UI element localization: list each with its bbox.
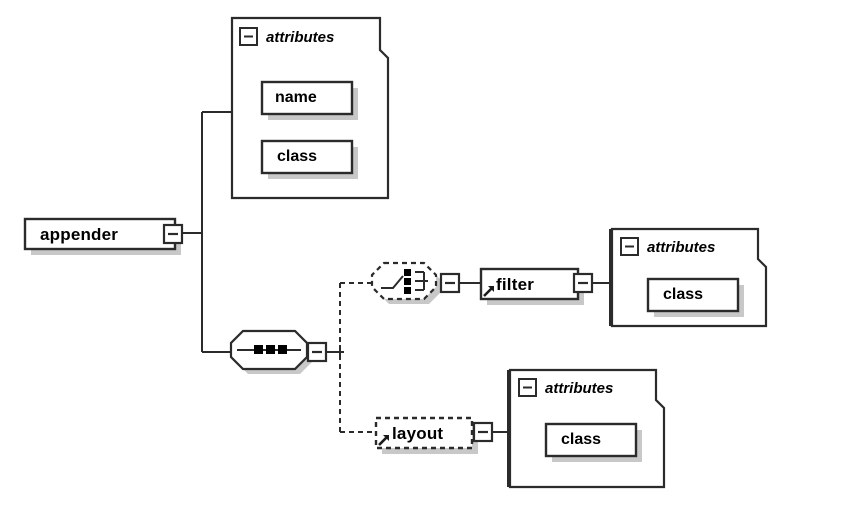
choice-square-2 — [404, 278, 411, 285]
layout-expander-minus-icon[interactable] — [472, 421, 494, 443]
node-layout[interactable] — [374, 416, 494, 454]
node-appender-attributes[interactable] — [230, 16, 390, 200]
sequence-dot-2 — [266, 345, 275, 354]
filter-class-box[interactable] — [646, 277, 740, 313]
filter-box[interactable] — [479, 267, 580, 301]
sequence-dot-1 — [254, 345, 263, 354]
appender-expander-minus-icon[interactable] — [162, 223, 184, 245]
node-filter-attributes[interactable] — [610, 227, 768, 328]
layout-class-box[interactable] — [544, 422, 638, 458]
appender-box[interactable] — [23, 217, 177, 251]
attribute-name-label: name — [275, 89, 317, 106]
node-choice-compositor[interactable] — [370, 261, 461, 304]
layout-class-label: class — [561, 431, 602, 448]
layout-label: layout — [392, 424, 444, 443]
connector-lines — [182, 110, 612, 487]
node-layout-attributes[interactable] — [508, 368, 666, 489]
node-filter[interactable] — [479, 267, 594, 305]
layout-attributes-label: attributes — [545, 380, 614, 397]
node-appender[interactable] — [23, 217, 184, 255]
attribute-class-box[interactable] — [260, 139, 354, 175]
filter-class-label: class — [663, 286, 704, 303]
attribute-name-box[interactable] — [260, 80, 354, 116]
appender-attributes-label: attributes — [266, 29, 335, 46]
choice-diagonal-line — [381, 275, 404, 289]
filter-attributes-expander-minus-icon[interactable] — [620, 237, 639, 256]
filter-attributes-label: attributes — [647, 239, 716, 256]
choice-square-1 — [404, 269, 411, 276]
choice-branch-lines — [415, 271, 428, 291]
node-sequence-compositor[interactable] — [229, 329, 328, 374]
sequence-expander-minus-icon[interactable] — [306, 341, 328, 363]
layout-attributes-expander-minus-icon[interactable] — [518, 378, 537, 397]
choice-expander-minus-icon[interactable] — [439, 272, 461, 294]
expander-minus-icon[interactable] — [239, 27, 258, 46]
filter-label: filter — [496, 275, 535, 294]
choice-square-3 — [404, 287, 411, 294]
optional-connector-lines — [338, 281, 376, 434]
layout-box[interactable] — [374, 416, 474, 450]
appender-label: appender — [40, 225, 119, 244]
sequence-dot-3 — [278, 345, 287, 354]
filter-expander-minus-icon[interactable] — [572, 272, 594, 294]
attribute-class-label: class — [277, 148, 318, 165]
